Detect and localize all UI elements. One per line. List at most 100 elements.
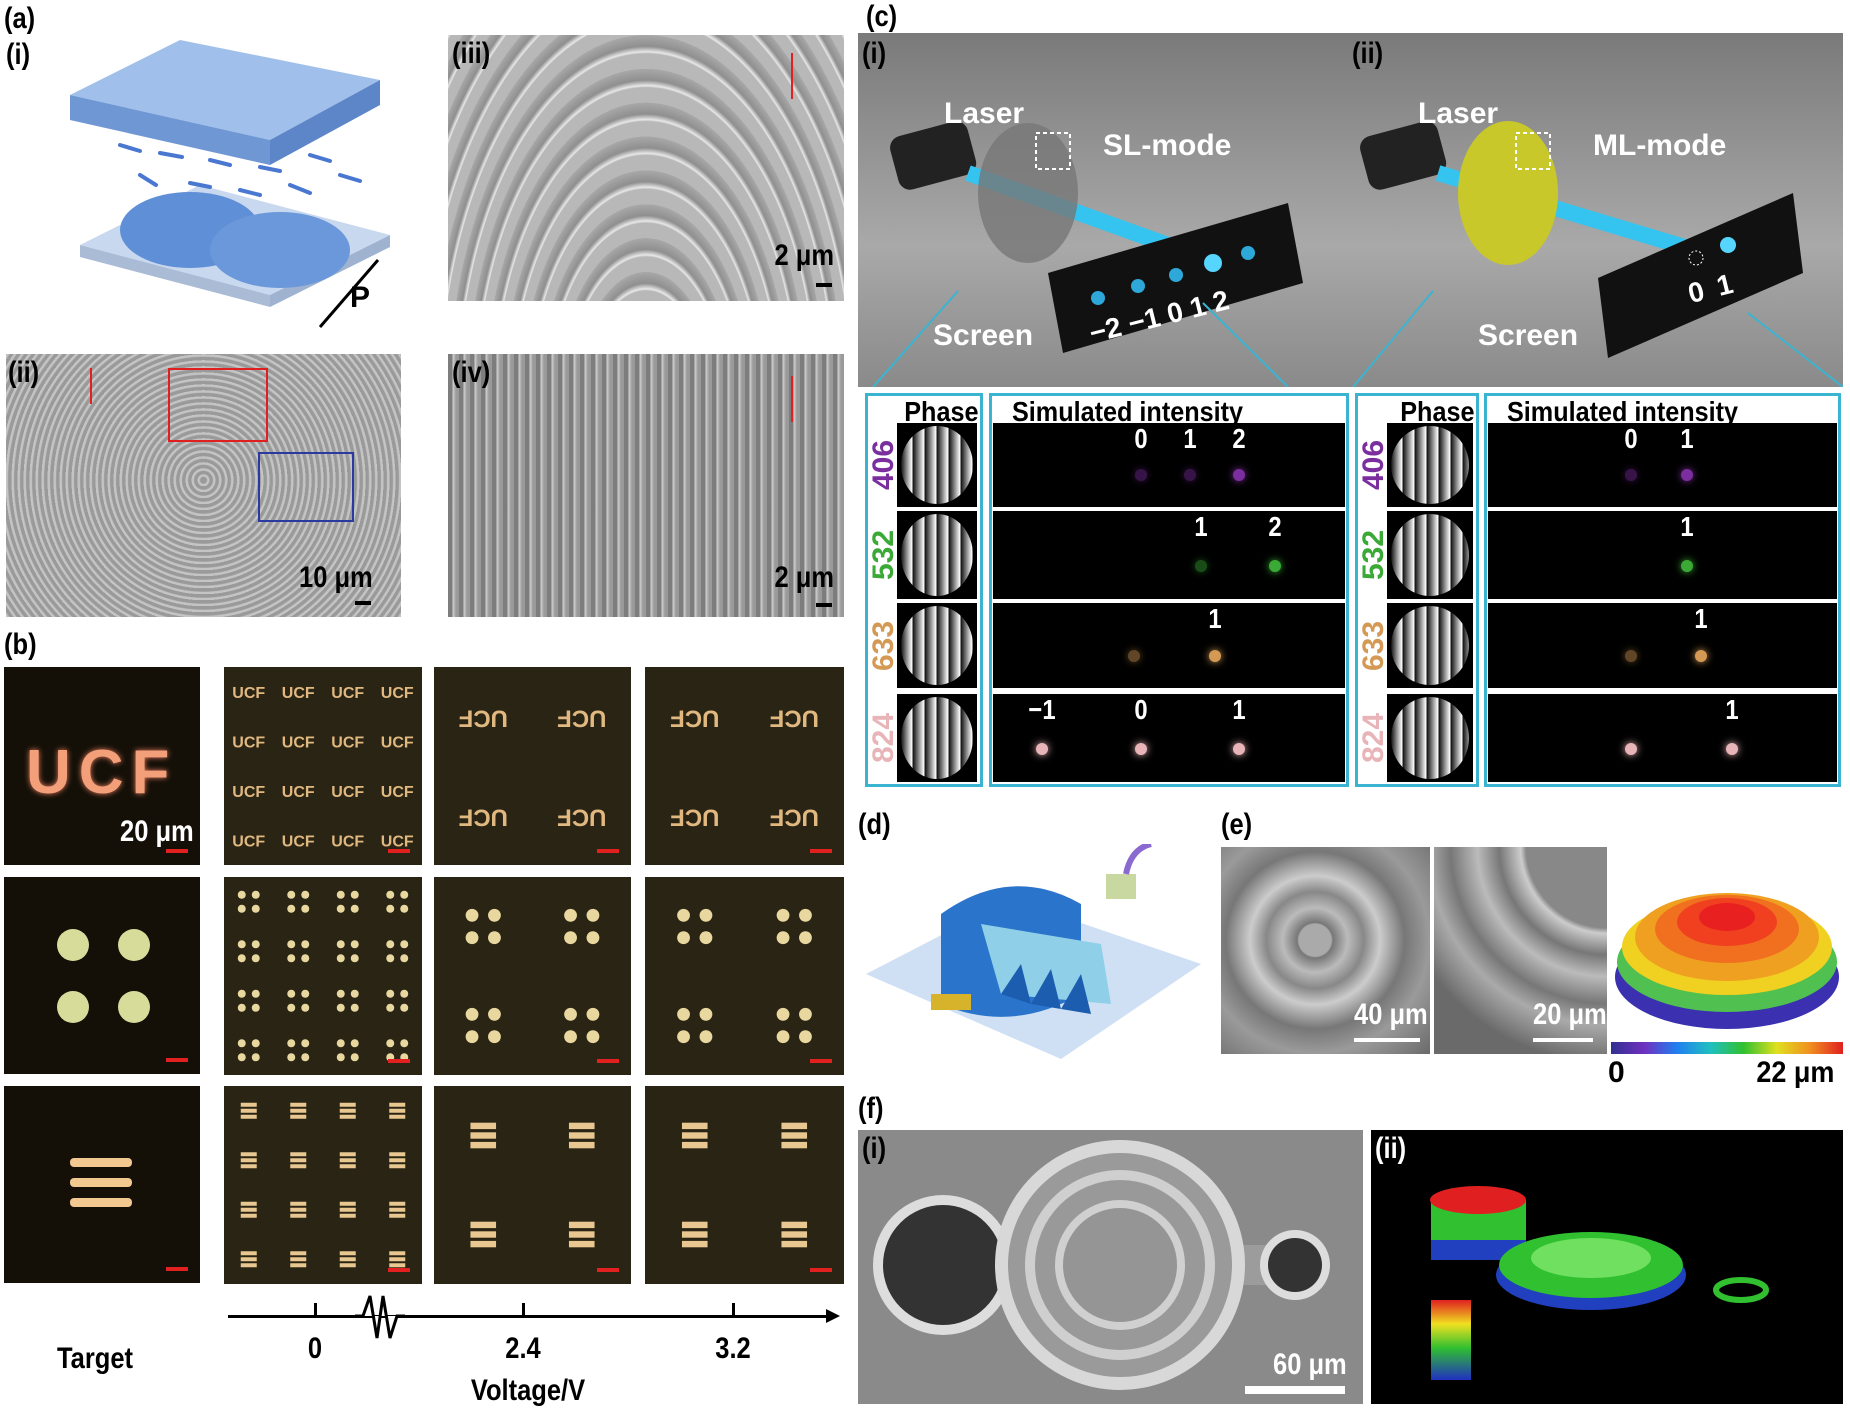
diffraction-order-label: 1 <box>1183 423 1197 454</box>
laser-label-left: Laser <box>944 97 1025 130</box>
scale-bar <box>166 849 188 853</box>
phase-map-824 <box>1387 694 1473 782</box>
intensity-spot <box>1134 742 1147 755</box>
svg-text:UCF: UCF <box>381 734 414 751</box>
period-label: P <box>350 281 370 314</box>
intensity-spot <box>1127 649 1140 662</box>
wavelength-label: 532 <box>1357 529 1390 581</box>
intensity-spot <box>1726 742 1739 755</box>
intensity-spot <box>1208 649 1221 662</box>
svg-text:UCF: UCF <box>232 784 265 801</box>
scale-bar <box>166 1267 188 1271</box>
diffraction-order-label: 0 <box>1134 694 1148 725</box>
simulated-intensity-column: Simulated intensity <box>1484 393 1841 787</box>
diffraction-order-label: 2 <box>1232 423 1247 454</box>
scale-bar <box>597 1268 619 1272</box>
diffraction-order-label: 0 <box>1624 423 1638 454</box>
diffraction-order-label: −1 <box>1028 694 1056 725</box>
sem-image-ii: (ii) 10 μm <box>6 354 401 617</box>
svg-text:UCF: UCF <box>282 734 315 751</box>
scale-bar <box>1354 1038 1420 1042</box>
svg-text:UCF: UCF <box>232 833 265 850</box>
diffraction-order-label: 1 <box>1208 603 1222 634</box>
lc-lens-schematic: P <box>70 40 390 328</box>
scale-bar <box>1245 1386 1345 1394</box>
voltage-axis <box>228 1315 828 1318</box>
phase-map-406 <box>1387 423 1473 507</box>
svg-text:UCF: UCF <box>282 685 315 702</box>
axis-break-icon <box>355 1295 405 1339</box>
micrograph-dots-v1 <box>434 877 631 1075</box>
scale-bar <box>597 849 619 853</box>
scale-bar <box>1533 1038 1593 1042</box>
svg-text:UCF: UCF <box>232 734 265 751</box>
wavelength-label: 824 <box>1357 712 1390 764</box>
intensity-spot <box>1134 469 1147 482</box>
panel-label-e: (e) <box>1221 808 1253 841</box>
phase-map-824 <box>897 694 977 782</box>
sem-image-iii: (iii) 2 μm <box>448 35 844 301</box>
intensity-row-824: −1 0 1 <box>993 694 1345 782</box>
phase-map-532 <box>1387 511 1473 599</box>
arrow-icon <box>791 53 793 99</box>
panel-label-b: (b) <box>4 628 37 661</box>
phase-header: Phase <box>903 396 978 427</box>
colorbar-min-label: 0 <box>1608 1056 1625 1089</box>
sem-image-iv: (iv) 2 μm <box>448 354 844 617</box>
diffraction-order-label: 1 <box>1232 694 1247 725</box>
svg-text:UCF: UCF <box>459 804 508 831</box>
svg-text:UCF: UCF <box>331 784 364 801</box>
sublabel-a-i: (i) <box>6 38 31 71</box>
intensity-row-532: 1 <box>1488 511 1837 599</box>
intensity-spot <box>1184 469 1197 482</box>
zoom-box-red <box>168 368 268 442</box>
wavelength-label: 824 <box>867 712 900 764</box>
intensity-row-824: 1 <box>1488 694 1837 782</box>
micrograph-bars-v2 <box>645 1086 844 1284</box>
micrograph-dots-v2 <box>645 877 844 1075</box>
sem-image-e1: 40 μm <box>1221 847 1430 1054</box>
wavelength-label: 532 <box>867 529 900 581</box>
svg-text:UCF: UCF <box>770 804 819 831</box>
phase-column: Phase <box>865 393 983 787</box>
height-map-e <box>1611 847 1843 1042</box>
waveguide-lens-schematic <box>866 844 1201 1059</box>
svg-text:UCF: UCF <box>282 833 315 850</box>
intensity-spot <box>1233 469 1246 482</box>
phase-map-406 <box>897 423 977 507</box>
sublabel-a-ii: (ii) <box>8 356 40 389</box>
svg-text:UCF: UCF <box>770 705 819 732</box>
phase-column: Phase <box>1355 393 1479 787</box>
panel-label-f: (f) <box>858 1092 884 1125</box>
target-label: Target <box>56 1342 134 1375</box>
mode-label-sl: SL-mode <box>1103 129 1232 162</box>
svg-text:UCF: UCF <box>670 804 719 831</box>
svg-text:UCF: UCF <box>381 833 414 850</box>
scale-label-e2: 20 μm <box>1533 998 1607 1031</box>
target-bars <box>4 1086 200 1283</box>
scale-label-iii: 2 μm <box>774 239 834 272</box>
intensity-row-633: 1 <box>993 603 1345 688</box>
intensity-spot <box>1036 742 1049 755</box>
screen-label-right: Screen <box>1478 319 1579 352</box>
axis-arrow-icon <box>826 1309 840 1323</box>
wavelength-label: 406 <box>867 439 900 491</box>
intensity-row-633: 1 <box>1488 603 1837 688</box>
wavelength-label: 633 <box>1357 620 1390 671</box>
sublabel-a-iv: (iv) <box>452 356 491 389</box>
svg-text:UCF: UCF <box>331 685 364 702</box>
intensity-spot <box>1680 559 1693 572</box>
intensity-spot <box>1694 649 1707 662</box>
svg-text:UCF: UCF <box>381 685 414 702</box>
sem-image-f-i: (i) 60 μm <box>858 1130 1363 1404</box>
laser-right <box>1360 121 1691 265</box>
scale-bar <box>388 849 410 853</box>
axis-title: Voltage/V <box>470 1374 586 1407</box>
target-dots <box>4 877 200 1074</box>
svg-text:UCF: UCF <box>381 784 414 801</box>
tick-label: 2.4 <box>505 1332 541 1365</box>
sim-header: Simulated intensity <box>1507 396 1739 427</box>
svg-text:UCF: UCF <box>331 734 364 751</box>
